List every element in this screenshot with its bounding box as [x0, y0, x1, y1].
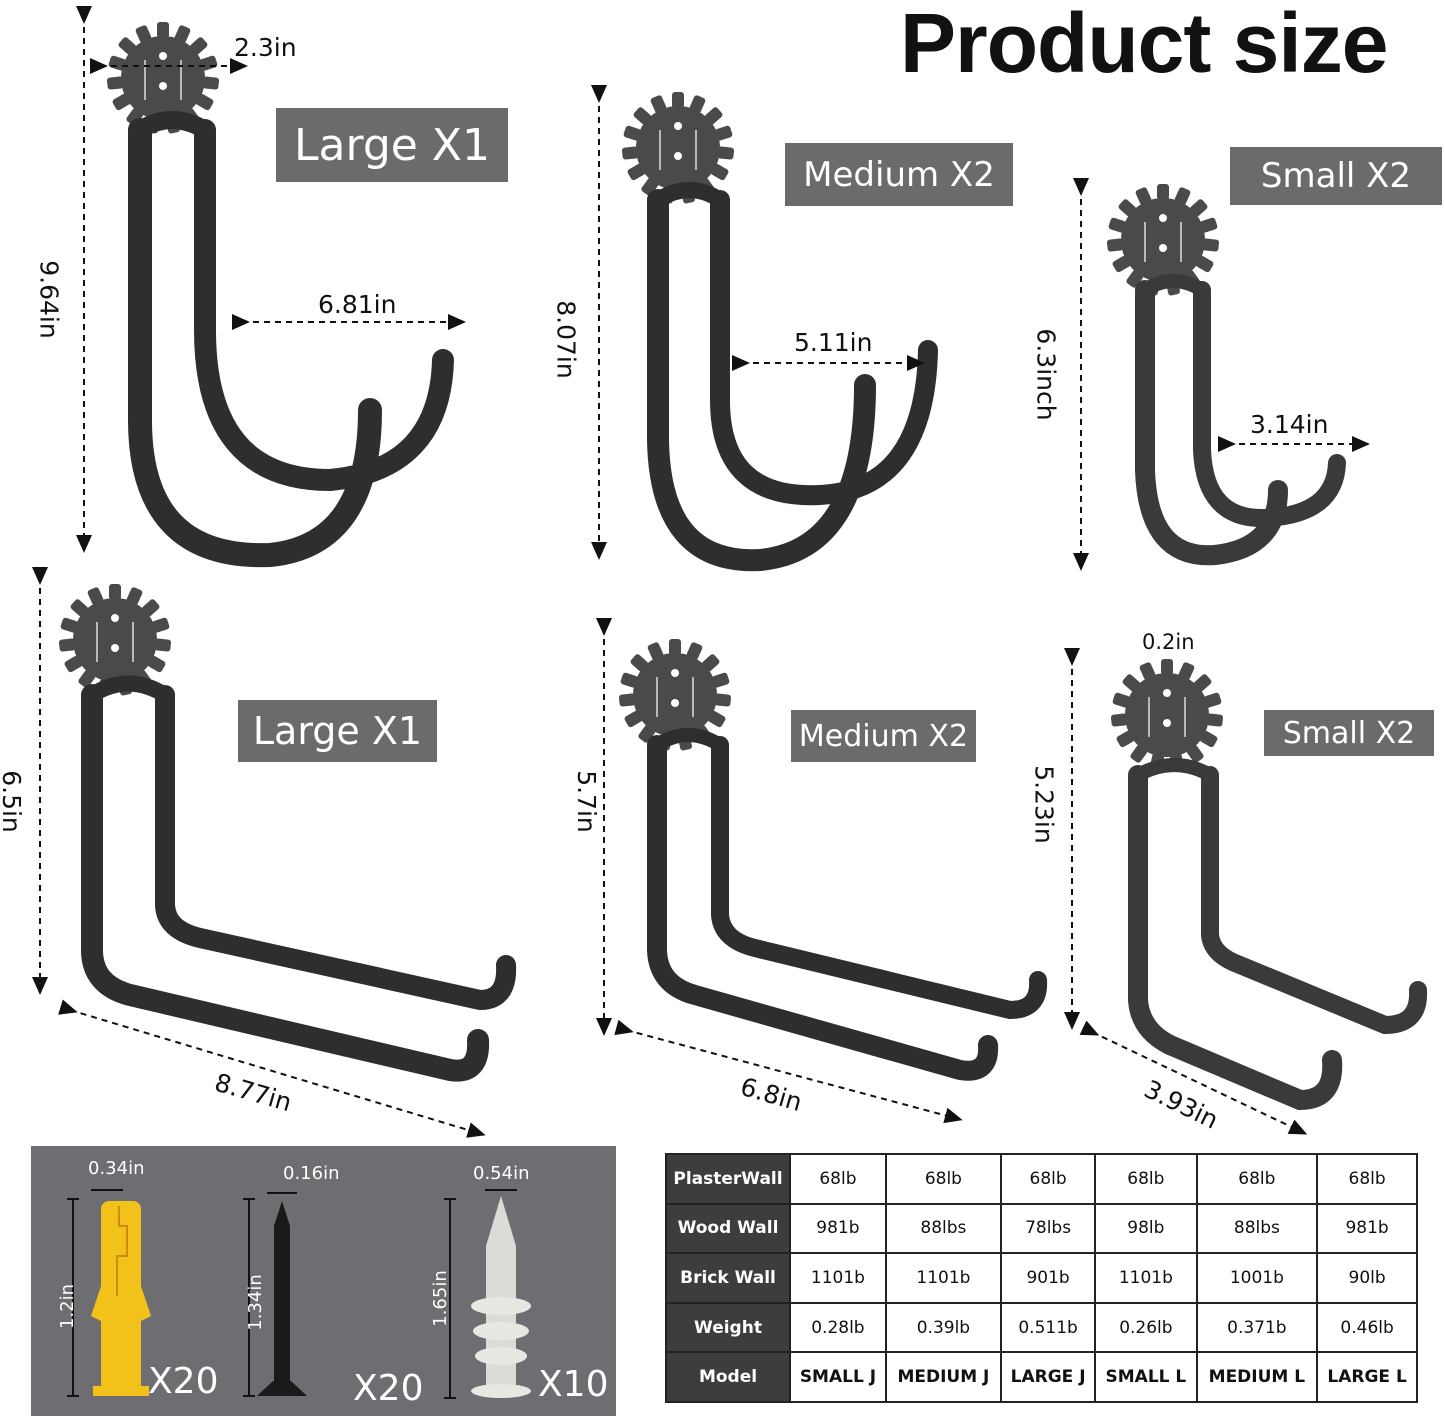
anchor-length-dim: 1.2in — [57, 1283, 79, 1330]
table-cell: 68lb — [1094, 1153, 1198, 1205]
small-j-label: Small X2 — [1230, 147, 1442, 205]
table-cell: 90lb — [1316, 1252, 1418, 1304]
small-j-width-dim: 3.14in — [1250, 410, 1329, 439]
table-cell: 68lb — [789, 1153, 887, 1205]
table-cell: 68lb — [884, 1153, 1002, 1205]
anchor-width-dim: 0.34in — [88, 1158, 145, 1179]
page-title: Product size — [900, 0, 1388, 90]
medium-j-height-dim: 8.07in — [551, 300, 581, 379]
small-j-hook — [1073, 178, 1370, 571]
table-cell: 0.511b — [999, 1301, 1097, 1354]
table-cell: 0.26lb — [1094, 1301, 1198, 1354]
row-header: Wood Wall — [665, 1202, 791, 1255]
drywall-anchor-icon — [444, 1189, 531, 1399]
table-cell: LARGE L — [1316, 1351, 1418, 1403]
table-cell: 981b — [1316, 1202, 1418, 1255]
table-cell: 1101b — [789, 1252, 887, 1304]
large-j-height-dim: 9.64in — [34, 260, 64, 339]
table-row: Weight 0.28lb 0.39lb 0.511b 0.26lb 0.371… — [665, 1301, 1418, 1354]
table-cell: 0.371b — [1195, 1301, 1319, 1354]
large-l-label: Large X1 — [238, 700, 437, 762]
table-cell: 1101b — [1094, 1252, 1198, 1304]
table-cell: 901b — [999, 1252, 1097, 1304]
table-cell: 68lb — [999, 1153, 1097, 1205]
drywall-anchor-width-dim: 0.54in — [473, 1163, 530, 1184]
table-cell: 88lbs — [1195, 1202, 1319, 1255]
table-cell: LARGE J — [999, 1351, 1097, 1403]
table-row: Brick Wall 1101b 1101b 901b 1101b 1001b … — [665, 1252, 1418, 1304]
table-cell: 0.28lb — [789, 1301, 887, 1354]
table-cell: 68lb — [1316, 1153, 1418, 1205]
medium-j-hook — [591, 85, 938, 572]
table-cell: 78lbs — [999, 1202, 1097, 1255]
table-cell: 1101b — [884, 1252, 1002, 1304]
table-cell: 88lbs — [884, 1202, 1002, 1255]
screw-length-dim: 1.34in — [244, 1274, 266, 1331]
row-header: PlasterWall — [665, 1153, 791, 1205]
small-l-hook — [1064, 648, 1428, 1135]
hardware-panel: 0.34in 1.2in X20 0.16in 1.34in X20 0.54i… — [31, 1146, 616, 1416]
small-l-hole-dim: 0.2in — [1142, 630, 1195, 654]
large-l-height-dim: 6.5in — [0, 770, 26, 833]
table-cell: 981b — [789, 1202, 887, 1255]
table-cell: 98lb — [1094, 1202, 1198, 1255]
small-j-height-dim: 6.3inch — [1031, 328, 1061, 421]
table-cell: SMALL J — [789, 1351, 887, 1403]
small-l-label: Small X2 — [1264, 710, 1434, 756]
large-j-hook — [76, 6, 466, 568]
row-header: Weight — [665, 1301, 791, 1354]
table-cell: SMALL L — [1094, 1351, 1198, 1403]
table-cell: 1001b — [1195, 1252, 1319, 1304]
medium-j-label: Medium X2 — [785, 143, 1013, 206]
large-j-width-dim: 6.81in — [318, 290, 397, 319]
screw-qty: X20 — [353, 1368, 424, 1409]
small-l-height-dim: 5.23in — [1029, 765, 1059, 844]
table-cell: 0.46lb — [1316, 1301, 1418, 1354]
medium-j-width-dim: 5.11in — [794, 328, 873, 357]
table-cell: MEDIUM J — [884, 1351, 1002, 1403]
drywall-anchor-length-dim: 1.65in — [429, 1270, 451, 1327]
large-l-hook — [32, 567, 517, 1138]
screw-icon — [243, 1192, 307, 1397]
medium-l-height-dim: 5.7in — [571, 770, 601, 833]
large-j-plate-dim: 2.3in — [234, 33, 297, 62]
row-header: Model — [665, 1351, 791, 1403]
row-header: Brick Wall — [665, 1252, 791, 1304]
screw-width-dim: 0.16in — [283, 1163, 340, 1184]
large-j-label: Large X1 — [276, 108, 508, 182]
load-capacity-table: PlasterWall 68lb 68lb 68lb 68lb 68lb 68l… — [665, 1153, 1418, 1403]
table-cell: 0.39lb — [884, 1301, 1002, 1354]
table-cell: MEDIUM L — [1195, 1351, 1319, 1403]
table-row: Model SMALL J MEDIUM J LARGE J SMALL L M… — [665, 1351, 1418, 1403]
table-row: PlasterWall 68lb 68lb 68lb 68lb 68lb 68l… — [665, 1153, 1418, 1205]
anchor-qty: X20 — [148, 1361, 219, 1402]
yellow-anchor-icon — [67, 1189, 151, 1397]
medium-l-label: Medium X2 — [791, 710, 976, 762]
table-row: Wood Wall 981b 88lbs 78lbs 98lb 88lbs 98… — [665, 1202, 1418, 1255]
table-cell: 68lb — [1195, 1153, 1319, 1205]
drywall-anchor-qty: X10 — [538, 1364, 609, 1405]
medium-l-hook — [596, 618, 1048, 1124]
